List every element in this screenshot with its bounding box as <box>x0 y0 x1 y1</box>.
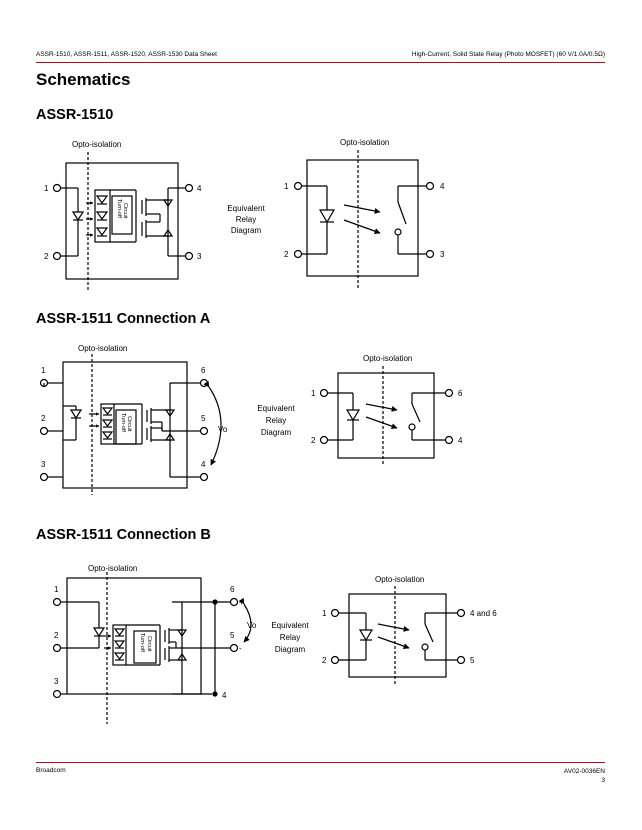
pin-label: 5 <box>470 656 475 665</box>
opto-isolation-label: Opto-isolation <box>375 575 424 584</box>
pin-label: 1 <box>311 389 316 398</box>
header-doc-subtitle: High-Current, Solid State Relay (Photo M… <box>411 51 605 58</box>
assr-1511-b-equivalent <box>330 586 466 684</box>
pin-label: 6 <box>230 585 235 594</box>
footer-rule <box>36 762 605 764</box>
assr-1511-a-equivalent <box>319 366 454 465</box>
pin-label: 1 <box>44 184 49 193</box>
pin-label: 4 <box>222 691 227 700</box>
pin-label: 4 and 6 <box>470 609 497 618</box>
vo-label: Vo <box>247 621 257 630</box>
pin-label: 2 <box>311 436 316 445</box>
vo-label: Vo <box>218 425 228 434</box>
pin-label: 1 <box>54 585 59 594</box>
pin-label: 6 <box>201 366 206 375</box>
pin-label: 5 <box>201 414 206 423</box>
footer-doc-id: AV02-0036EN <box>563 768 605 775</box>
equivalent-relay-label: Equivalent <box>257 404 295 413</box>
section-title-assr-1511-a: ASSR-1511 Connection A <box>36 311 211 327</box>
assr-1510-circuit <box>52 152 194 292</box>
assr-1511-a-circuit <box>39 354 222 495</box>
page-title: Schematics <box>36 70 131 89</box>
equivalent-relay-label: Relay <box>266 416 286 425</box>
header-doc-title: ASSR-1510, ASSR-1511, ASSR-1520, ASSR-15… <box>36 51 217 58</box>
pin-label: 2 <box>322 656 327 665</box>
pin-label: 4 <box>440 182 445 191</box>
opto-isolation-label: Opto-isolation <box>363 354 412 363</box>
plus-sign: + <box>239 598 244 607</box>
assr-1511-b-circuit <box>52 572 252 724</box>
section-title-assr-1510: ASSR-1510 <box>36 107 114 123</box>
footer-doc-info: AV02-0036EN 3 <box>564 767 605 785</box>
turn-off-circuit-label: Turn-off <box>116 199 122 218</box>
equivalent-relay-label: Equivalent <box>271 621 309 630</box>
pin-label: 5 <box>230 631 235 640</box>
turn-off-circuit-label: Turn-off <box>120 413 126 432</box>
section-title-assr-1511-b: ASSR-1511 Connection B <box>36 527 211 543</box>
turn-off-circuit-label: Turn-off <box>139 633 145 652</box>
footer-page-number: 3 <box>601 777 605 784</box>
pin-label: 2 <box>44 252 49 261</box>
pin-label: 2 <box>54 631 59 640</box>
equivalent-relay-label: Equivalent <box>227 204 265 213</box>
pin-label: 3 <box>41 460 46 469</box>
pin-label: 4 <box>201 460 206 469</box>
pin-label: 1 <box>284 182 289 191</box>
pin-label: 1 <box>322 609 327 618</box>
turn-off-circuit-label: Circuit <box>146 636 152 652</box>
assr-1510-equivalent <box>293 150 435 288</box>
pin-label: 2 <box>41 414 46 423</box>
opto-isolation-label: Opto-isolation <box>88 564 137 573</box>
pin-label: 2 <box>284 250 289 259</box>
pin-label: 3 <box>197 252 202 261</box>
turn-off-circuit-label: Circuit <box>126 416 132 432</box>
opto-isolation-label: Opto-isolation <box>72 140 121 149</box>
equivalent-relay-label: Diagram <box>261 428 292 437</box>
equivalent-relay-label: Diagram <box>275 645 306 654</box>
equivalent-relay-label: Diagram <box>231 226 262 235</box>
pin-label: 3 <box>54 677 59 686</box>
footer-company: Broadcom <box>36 767 66 774</box>
equivalent-relay-label: Relay <box>280 633 300 642</box>
opto-isolation-label: Opto-isolation <box>340 138 389 147</box>
minus-sign: - <box>239 644 242 653</box>
pin-label: 3 <box>440 250 445 259</box>
pin-label: 6 <box>458 389 463 398</box>
pin-label: 4 <box>197 184 202 193</box>
turn-off-circuit-label: Circuit <box>122 203 128 219</box>
pin-label: 4 <box>458 436 463 445</box>
pin-label: 1 <box>41 366 46 375</box>
equivalent-relay-label: Relay <box>236 215 256 224</box>
header-rule <box>36 62 605 64</box>
opto-isolation-label: Opto-isolation <box>78 344 127 353</box>
